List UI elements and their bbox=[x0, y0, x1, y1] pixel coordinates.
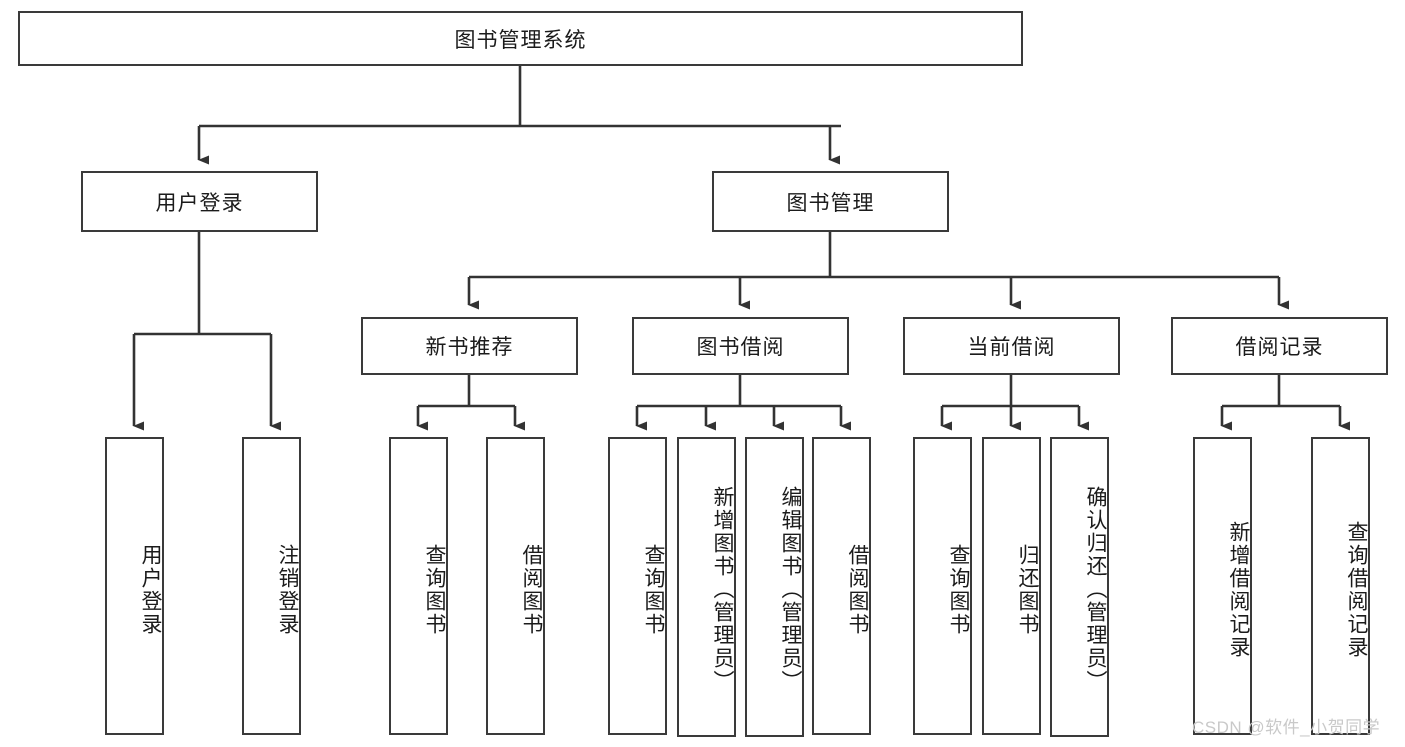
node-leaf-newbook-query[interactable]: 查询图书 bbox=[389, 437, 448, 735]
node-leaf-user-login[interactable]: 用户登录 bbox=[105, 437, 164, 735]
node-group-current-borrow[interactable]: 当前借阅 bbox=[903, 317, 1120, 375]
node-book-management-branch[interactable]: 图书管理 bbox=[712, 171, 949, 232]
node-leaf-borrow-add-admin[interactable]: 新增图书（管理员） bbox=[677, 437, 736, 737]
node-group-borrow-records[interactable]: 借阅记录 bbox=[1171, 317, 1388, 375]
node-leaf-borrow-query[interactable]: 查询图书 bbox=[608, 437, 667, 735]
node-user-login-branch[interactable]: 用户登录 bbox=[81, 171, 318, 232]
node-root-system[interactable]: 图书管理系统 bbox=[18, 11, 1023, 66]
node-leaf-borrow-edit-admin[interactable]: 编辑图书（管理员） bbox=[745, 437, 804, 737]
node-leaf-record-add[interactable]: 新增借阅记录 bbox=[1193, 437, 1252, 735]
node-leaf-record-query[interactable]: 查询借阅记录 bbox=[1311, 437, 1370, 735]
node-leaf-newbook-borrow[interactable]: 借阅图书 bbox=[486, 437, 545, 735]
node-leaf-user-logout[interactable]: 注销登录 bbox=[242, 437, 301, 735]
node-group-book-borrow[interactable]: 图书借阅 bbox=[632, 317, 849, 375]
node-leaf-current-query[interactable]: 查询图书 bbox=[913, 437, 972, 735]
watermark: CSDN @软件_小贺同学 bbox=[1192, 718, 1381, 737]
node-leaf-current-return[interactable]: 归还图书 bbox=[982, 437, 1041, 735]
node-group-new-book-recommend[interactable]: 新书推荐 bbox=[361, 317, 578, 375]
node-leaf-borrow-borrow[interactable]: 借阅图书 bbox=[812, 437, 871, 735]
node-leaf-current-confirm-admin[interactable]: 确认归还（管理员） bbox=[1050, 437, 1109, 737]
